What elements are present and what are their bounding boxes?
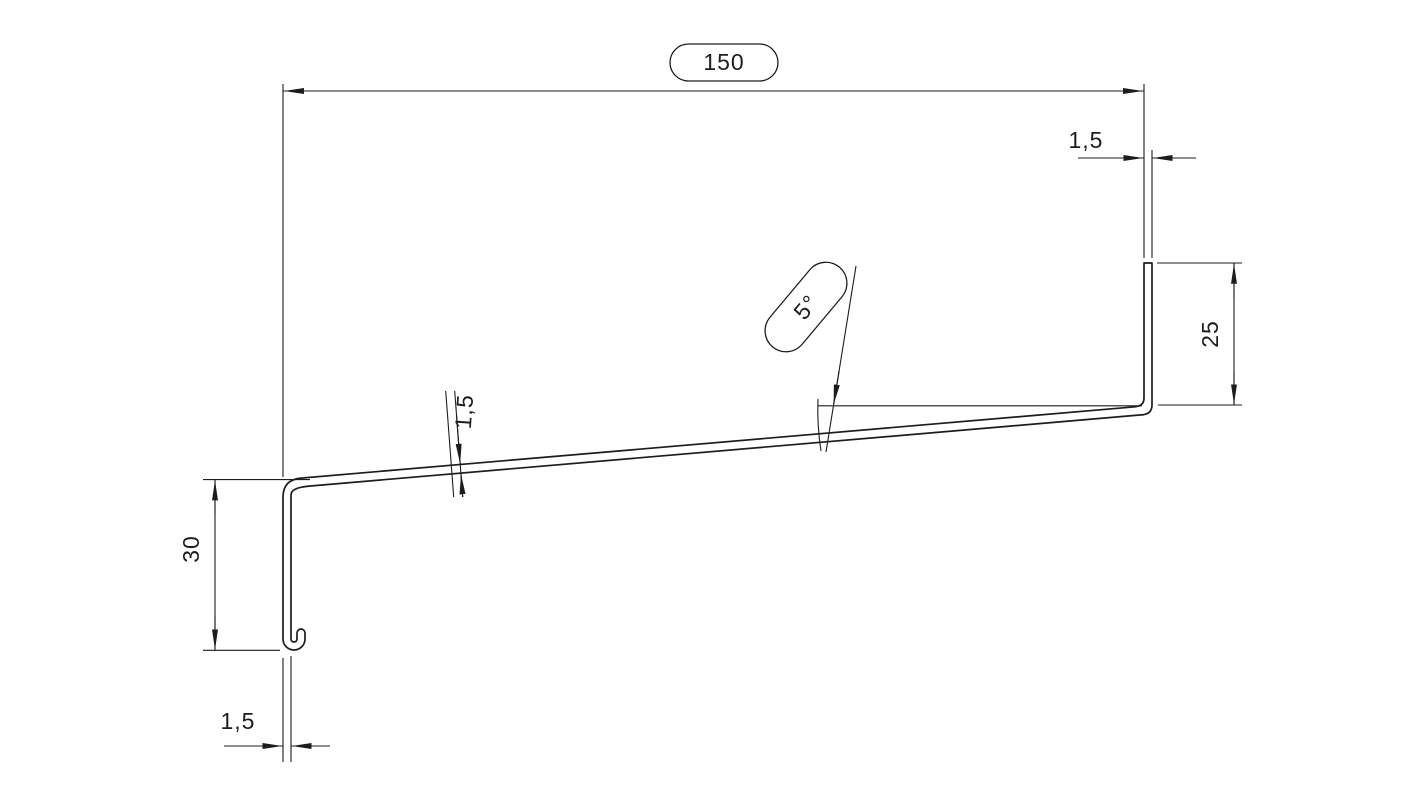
dim-leg-thickness: 1,5 [221, 656, 330, 762]
reference-frame [669, 43, 779, 82]
profile-outline [282, 262, 1153, 651]
overall-width-label: 150 [703, 49, 744, 75]
leg-height-label: 30 [178, 535, 204, 563]
arrow-top [455, 414, 462, 464]
upstand-thickness-label: 1,5 [1069, 127, 1104, 153]
leader-line [825, 265, 857, 453]
dimension-line-a [445, 390, 455, 498]
arrow [833, 370, 840, 405]
angle-arc [817, 398, 822, 452]
sheet-thickness-label: 1,5 [450, 393, 478, 430]
dim-slope-angle: 5° [764, 261, 1142, 453]
upstand-height-label: 25 [1197, 320, 1223, 348]
dim-overall-width: 150 [282, 43, 1145, 477]
profile [282, 262, 1153, 651]
dim-upstand-height: 25 [1157, 262, 1242, 406]
dim-upstand-thickness: 1,5 [1069, 127, 1196, 258]
leg-thickness-label: 1,5 [221, 708, 256, 734]
dim-sheet-thickness: 1,5 [445, 390, 478, 498]
dim-leg-height: 30 [178, 479, 310, 651]
reference-frame [764, 261, 848, 353]
arrow-bottom [459, 474, 466, 498]
